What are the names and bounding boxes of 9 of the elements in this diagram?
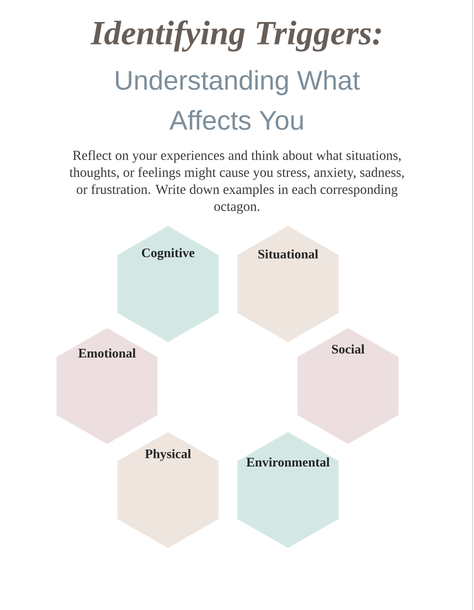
hexagon-box: Emotional xyxy=(56,328,158,444)
hexagon-box: Physical xyxy=(118,432,218,548)
hexagon-box: Environmental xyxy=(238,432,338,548)
hexagon-box: Cognitive xyxy=(118,226,218,342)
instructions-text: Reflect on your experiences and think about what situations, thoughts, or feelings might cause you stress, anxiety, sadness, or frustration. Write down examples in each corresponding octagon. xyxy=(69,150,404,214)
subtitle: Understanding What Affects You xyxy=(116,70,360,130)
hexagon-box: Situational xyxy=(238,226,338,342)
title: Identifying Triggers: xyxy=(90,20,381,52)
hexagon-box: Social xyxy=(298,328,398,444)
